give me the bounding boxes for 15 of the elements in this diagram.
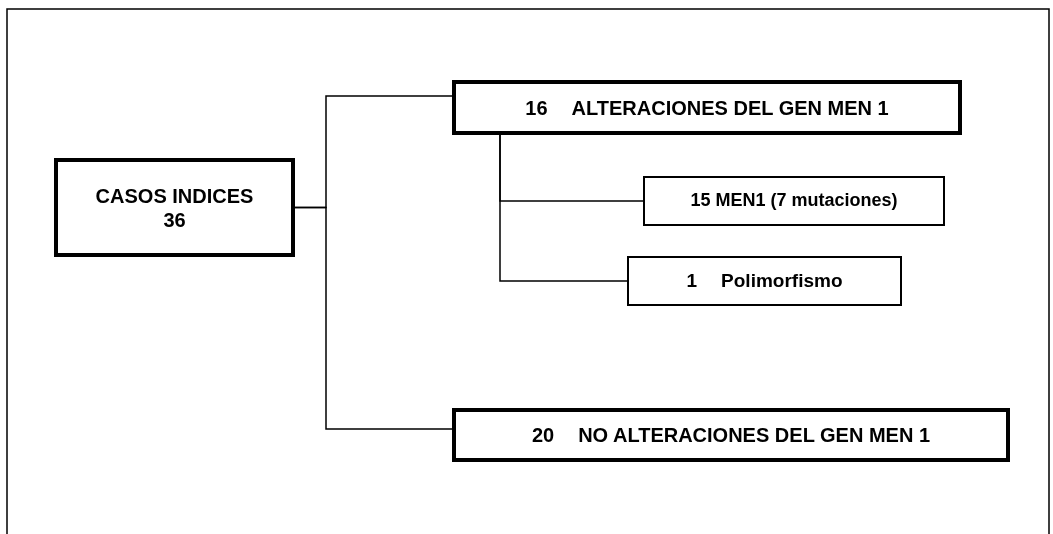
box-text: Polimorfismo bbox=[721, 269, 843, 293]
connector-line bbox=[499, 134, 628, 282]
process-box bbox=[627, 256, 902, 306]
box-text: 20 bbox=[531, 423, 555, 447]
box-text: CASOS INDICES 36 bbox=[94, 183, 255, 232]
process-box bbox=[54, 158, 295, 257]
box-text: NO ALTERACIONES DEL GEN MEN 1 bbox=[578, 423, 931, 447]
box-text: 1 bbox=[686, 269, 698, 293]
box-text: ALTERACIONES DEL GEN MEN 1 bbox=[571, 95, 889, 120]
box-text: 15 MEN1 (7 mutaciones) bbox=[690, 190, 898, 212]
box-text: 16 bbox=[525, 95, 548, 120]
process-box bbox=[452, 408, 1010, 462]
connector-line bbox=[294, 206, 453, 430]
process-box bbox=[643, 176, 945, 226]
process-box bbox=[452, 80, 962, 135]
